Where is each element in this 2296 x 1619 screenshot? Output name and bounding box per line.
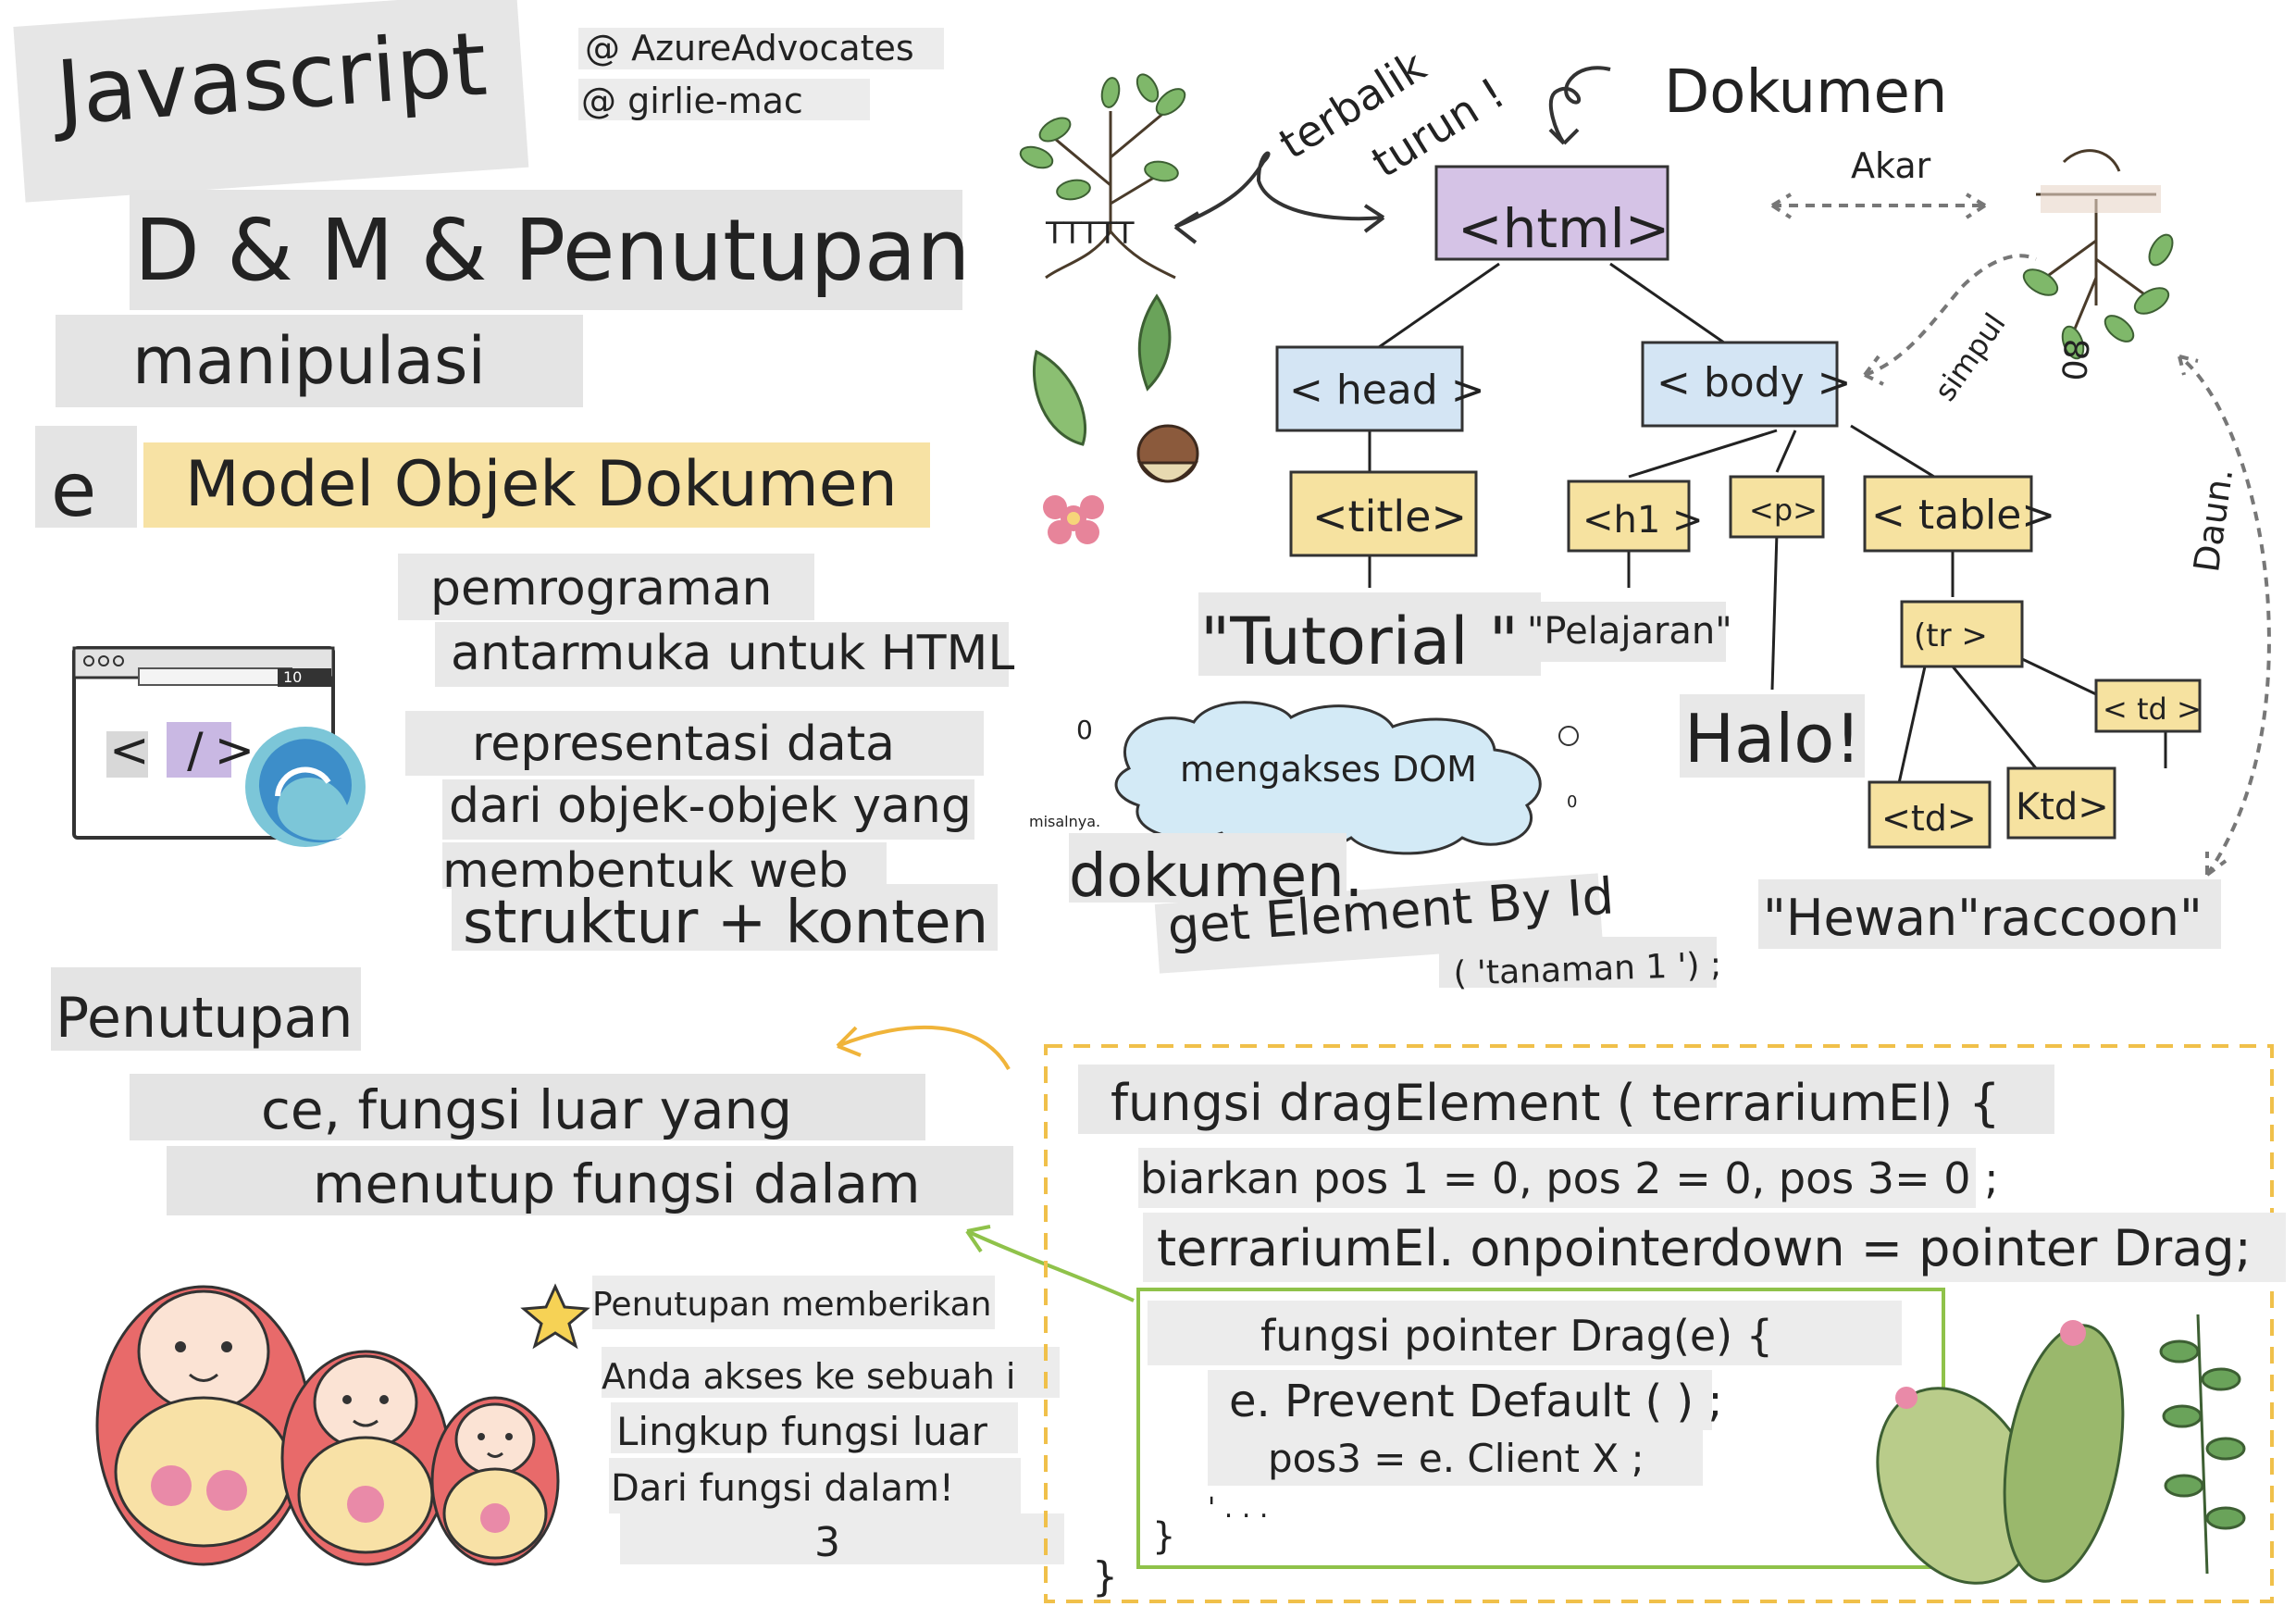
access-argument: ( 'tanaman 1 ') ; <box>1452 945 1722 993</box>
label-document: Dokumen <box>1664 58 1948 127</box>
code-line-3: terrariumEl. onpointerdown = pointer Dra… <box>1157 1219 2252 1277</box>
node-td2-box <box>1868 780 1992 849</box>
node-p-box <box>1729 475 1825 539</box>
tree-arrows <box>1173 66 1611 244</box>
node-table: < table> <box>1871 492 2056 539</box>
roots-number: 08 <box>2056 337 2098 383</box>
browser-window-icon <box>72 646 366 847</box>
leaf-text-pelajaran: "Pelajaran" <box>1527 610 1732 653</box>
star-icon <box>520 1283 590 1350</box>
flower-drawing <box>1043 495 1104 544</box>
access-document: dokumen. <box>1069 842 1364 911</box>
fern-illustration <box>2159 1314 2246 1575</box>
code-close-outer: } <box>1092 1553 1118 1600</box>
node-table-box <box>1863 475 2033 553</box>
leaf-text-tutorial: "Tutorial " <box>1200 604 1519 679</box>
api-line-1: pemrograman <box>430 561 773 616</box>
dom-tree-lines <box>1368 262 2167 792</box>
title-dm-closures: D & M & Penutupan <box>134 201 971 300</box>
leaf-text-hewan: "Hewan"raccoon" <box>1763 889 2203 947</box>
code-line-2: biarkan pos 1 = 0, pos 2 = 0, pos 3= 0 ; <box>1140 1153 1999 1203</box>
closure-note-5: 3 <box>814 1519 840 1566</box>
node-td-1: < td > <box>2103 691 2202 727</box>
node-td-2: <td> <box>1881 798 1977 839</box>
browser-code-symbol: < /> <box>109 723 267 778</box>
node-title-box <box>1289 470 1478 557</box>
node-td-3: Ktd> <box>2016 786 2109 828</box>
code-line-4: fungsi pointer Drag(e) { <box>1260 1311 1774 1361</box>
representation-line-1: representasi data <box>472 716 895 772</box>
cactus-illustration <box>1876 1320 2125 1585</box>
node-tr-box <box>1900 600 2024 668</box>
code-line-5: e. Prevent Default ( ) ; <box>1229 1376 1723 1427</box>
representation-line-4: struktur + konten <box>463 889 989 957</box>
leaf-drawings <box>1032 293 1172 446</box>
small-zero-b: 0 <box>1567 792 1578 812</box>
closure-note-2: Anda akses ke sebuah i <box>602 1356 1016 1397</box>
api-line-2: antarmuka untuk HTML <box>451 626 1015 681</box>
title-letter-e: e <box>51 447 97 533</box>
title-model-objek: Model Objek Dokumen <box>185 448 898 521</box>
node-body-box <box>1641 341 1839 428</box>
closure-note-4: Dari fungsi dalam! <box>611 1467 954 1510</box>
node-head-box <box>1275 345 1464 432</box>
node-td3-box <box>2006 766 2116 840</box>
node-title: <title> <box>1312 492 1468 542</box>
node-h1: <h1 > <box>1582 499 1704 542</box>
credit-handle-2: @ girlie-mac <box>581 81 803 121</box>
node-body: < body > <box>1657 359 1852 406</box>
node-head: < head > <box>1289 367 1485 414</box>
node-html: <html> <box>1458 197 1670 260</box>
leaf-text-halo: Halo! <box>1684 700 1862 778</box>
label-root: Akar <box>1851 145 1931 186</box>
closure-note-3: Lingkup fungsi luar <box>616 1409 987 1454</box>
small-zero-a: 0 <box>1076 715 1093 745</box>
closure-heading: Penutupan <box>56 986 354 1051</box>
roots-glyph: TTTTT <box>1046 216 1135 251</box>
code-line-1: fungsi dragElement ( terrariumEl) { <box>1111 1074 2001 1132</box>
code-outer-border <box>1044 1044 2274 1603</box>
credit-handle-1: @ AzureAdvocates <box>585 28 914 68</box>
node-tr: (tr > <box>1914 617 1988 654</box>
representation-line-3: membentuk web <box>442 847 849 888</box>
cloud-label: mengakses DOM <box>1180 749 1477 790</box>
node-h1-box <box>1567 479 1691 553</box>
code-close-inner: } <box>1152 1515 1176 1558</box>
node-td1-box <box>2094 679 2202 733</box>
node-p: <p> <box>1749 492 1818 528</box>
closure-note-1: Penutupan memberikan <box>592 1286 992 1324</box>
browser-counter: 10 <box>283 668 303 686</box>
closure-def-2: menutup fungsi dalam <box>313 1152 921 1215</box>
plant-leaves <box>1019 73 1186 201</box>
acorn-drawing <box>1136 424 1199 483</box>
label-example: misalnya. <box>1029 813 1101 830</box>
plant-upright-illustration <box>1045 109 1176 280</box>
code-dots: ' . . . <box>1208 1492 1269 1525</box>
tree-dashed-arrows <box>1770 193 2271 877</box>
node-html-box <box>1434 165 1669 261</box>
title-manipulasi: manipulasi <box>132 323 486 399</box>
representation-line-2: dari objek-objek yang <box>449 778 972 834</box>
matryoshka-dolls <box>95 1285 560 1566</box>
closure-def-1: ce, fungsi luar yang <box>261 1078 793 1141</box>
code-line-6: pos3 = e. Client X ; <box>1268 1436 1644 1481</box>
